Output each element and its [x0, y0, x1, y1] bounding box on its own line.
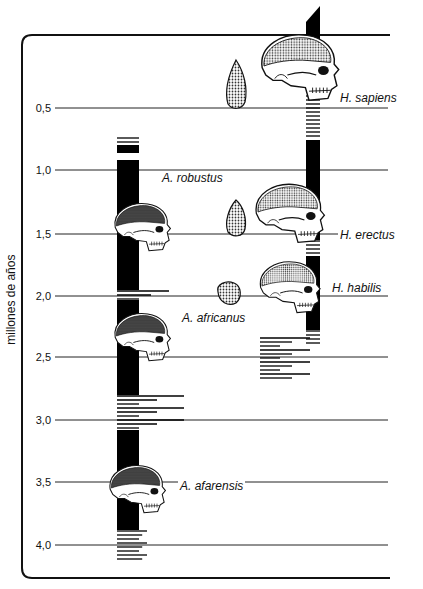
uncertainty-dash	[260, 377, 292, 378]
species-label: H. erectus	[338, 229, 397, 242]
uncertainty-dash	[306, 127, 320, 128]
hand-axe	[227, 200, 246, 236]
uncertainty-dash	[260, 361, 310, 362]
uncertainty-dash	[260, 373, 310, 374]
species-label: A. afarensis	[178, 480, 245, 493]
uncertainty-dash	[117, 290, 169, 291]
uncertainty-dash	[260, 349, 310, 350]
axis-tick-label: 1,0	[35, 164, 52, 176]
axis-tick-label: 0,5	[35, 102, 52, 114]
uncertainty-dash	[306, 248, 320, 249]
uncertainty-dash	[260, 365, 292, 366]
lineage-bar	[306, 165, 320, 177]
uncertainty-dash	[306, 330, 320, 331]
species-label: H. sapiens	[338, 92, 399, 105]
uncertainty-dash	[117, 141, 139, 142]
uncertainty-dash	[260, 369, 280, 370]
uncertainty-dash	[260, 345, 280, 346]
uncertainty-dash	[306, 131, 320, 132]
skull	[256, 184, 324, 242]
axis-tick-label: 1,5	[35, 228, 52, 240]
uncertainty-dash	[117, 137, 139, 138]
uncertainty-dash	[117, 554, 147, 555]
uncertainty-dash	[306, 334, 320, 335]
uncertainty-dash	[117, 403, 139, 404]
uncertainty-dash	[260, 357, 280, 358]
uncertainty-dash	[117, 415, 139, 416]
uncertainty-dash	[260, 353, 292, 354]
uncertainty-dash	[117, 407, 184, 408]
uncertainty-dash	[306, 107, 320, 108]
uncertainty-dash	[117, 294, 151, 295]
uncertainty-dash	[117, 534, 142, 535]
species-label: A. africanus	[180, 312, 247, 325]
uncertainty-dash	[306, 123, 320, 124]
gridline	[55, 420, 388, 421]
species-label: A. robustus	[160, 172, 225, 185]
axis-tick-label: 3,5	[35, 476, 52, 488]
pebble-tool	[218, 282, 241, 304]
uncertainty-dash	[260, 341, 292, 342]
uncertainty-dash	[117, 558, 142, 559]
skull	[260, 262, 320, 313]
uncertainty-dash	[306, 119, 320, 120]
uncertainty-dash	[260, 337, 310, 338]
uncertainty-dash	[306, 111, 320, 112]
uncertainty-dash	[306, 252, 320, 253]
gridline	[55, 108, 388, 109]
axis-tick-label: 2,5	[35, 351, 52, 363]
frame	[22, 35, 390, 578]
skulls	[110, 35, 339, 513]
uncertainty-dash	[117, 423, 157, 424]
skull	[110, 466, 166, 513]
time-gridlines	[55, 108, 388, 545]
lineage-bar	[117, 145, 139, 153]
uncertainty-dash	[306, 103, 320, 104]
uncertainty-dash	[306, 115, 320, 116]
gridline	[55, 357, 388, 358]
uncertainty-dash	[117, 298, 139, 299]
uncertainty-dash	[117, 530, 147, 531]
skull	[115, 204, 171, 251]
uncertainty-dash	[117, 542, 147, 543]
skull	[262, 35, 339, 100]
uncertainty-dash	[306, 342, 320, 343]
gridline	[55, 170, 388, 171]
axis-tick-label: 2,0	[35, 290, 52, 302]
uncertainty-dash	[117, 550, 139, 551]
axis-tick-label: 3,0	[35, 414, 52, 426]
uncertainty-dash	[117, 538, 139, 539]
uncertainty-dash	[306, 135, 320, 136]
uncertainty-dash	[117, 411, 157, 412]
uncertainty-dash	[117, 427, 139, 428]
species-label: H. habilis	[330, 282, 383, 295]
uncertainty-dash	[117, 399, 157, 400]
gridline	[55, 545, 388, 546]
skull	[115, 314, 171, 361]
uncertainty-dash	[306, 244, 320, 245]
uncertainty-dash	[117, 419, 184, 420]
axis-tick-label: 4,0	[35, 539, 52, 551]
uncertainty-dash	[117, 395, 184, 396]
uncertainty-dash	[117, 546, 142, 547]
axis-title: millones de años	[5, 255, 18, 345]
hand-axe	[227, 60, 246, 108]
